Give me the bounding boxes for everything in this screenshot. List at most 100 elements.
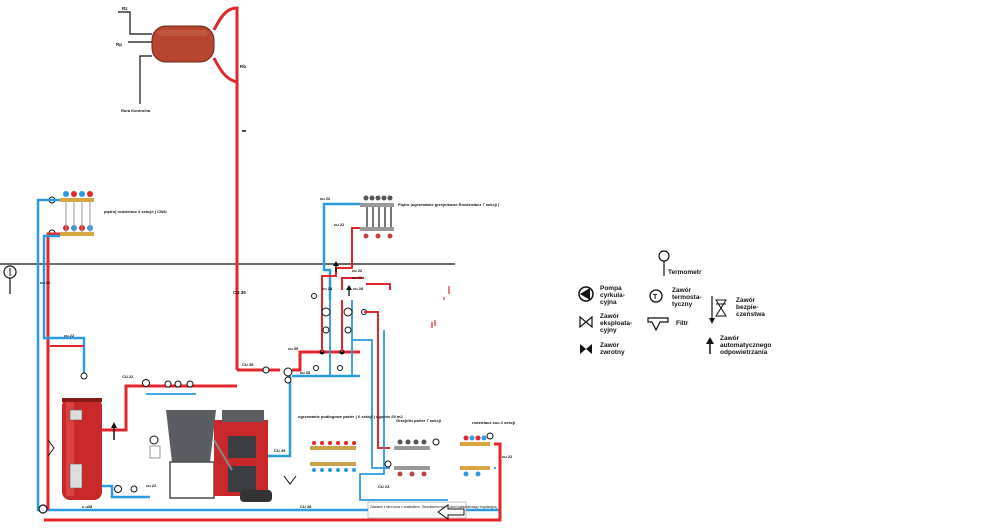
hot-water-cylinder	[62, 398, 102, 500]
label-right-distributor: rodzielacz cou 4 sekcji	[472, 420, 515, 425]
pump-group-2	[343, 307, 353, 317]
legend-filtr: Filtr	[676, 320, 689, 327]
label-cu22-left: cu 22	[40, 280, 51, 285]
label-cu22-c: CU 22	[378, 484, 390, 489]
pipe-left-red	[46, 232, 60, 510]
legend-pump-icon	[578, 286, 594, 302]
label-cu22-small: cu 22	[146, 483, 157, 488]
pipe-upstairs-blue	[322, 202, 360, 300]
control-panel-icon	[149, 435, 159, 445]
pipe-right-blue-2	[359, 330, 448, 501]
label-pietro: Piętro (ogrzewanie grzejnikowe Rozdziela…	[398, 202, 500, 207]
manifold-parter	[394, 439, 430, 477]
pipe-rb-supply	[212, 6, 239, 370]
pump-cylinder-2	[174, 380, 182, 388]
manifold-pietro	[360, 195, 394, 239]
thermometer-outside	[3, 265, 17, 294]
label-rz: Rz	[122, 6, 128, 11]
pump-bottom-left	[114, 485, 122, 493]
legend-thermo-valve-icon: T	[649, 289, 663, 303]
svg-text:T: T	[653, 294, 658, 301]
label-cu35-b: cu 35	[288, 346, 299, 351]
valve-left-vertical	[47, 439, 55, 457]
legend-thermometer-icon	[658, 250, 670, 262]
legend-air-vent-icon	[706, 337, 714, 354]
label-cu22-mid: cu 22	[64, 333, 75, 338]
manifold-underfloor	[310, 441, 356, 472]
thermo-low-1	[313, 365, 319, 371]
pump-cylinder	[142, 379, 150, 387]
pump-parter	[384, 460, 392, 468]
label-cu22-a: CU 22	[122, 374, 134, 379]
label-top-distributor: piętro) rodzielacz 4 sekcje ) CWU	[104, 209, 167, 214]
label-cu35-d: CU 35	[274, 448, 286, 453]
label-cu28-a: cu 28	[322, 286, 333, 291]
air-vent-head	[111, 422, 117, 428]
thermometer-parter	[432, 438, 440, 446]
pipe-rz	[118, 11, 152, 35]
pipe-cou-red	[44, 442, 502, 522]
buffer-small	[149, 445, 161, 459]
legend-safety-valve-icon	[709, 296, 727, 324]
pipe-left-blue-outer	[36, 198, 500, 512]
thermometer-cylinder	[164, 380, 172, 388]
mixing-valve	[283, 367, 293, 384]
label-rb: Rb	[240, 64, 246, 69]
label-cu28-b: cu 28	[353, 286, 364, 291]
label-underfloor: ogrzewanie podłogowe parter ( 6 sekcji )…	[298, 414, 403, 419]
legend-check-valve-icon	[580, 344, 592, 354]
bottom-note: Zasilanie z sieci wraz z osadnikiem , Re…	[370, 505, 497, 509]
pellet-boiler	[166, 410, 272, 502]
label-cu22-top3: cu 22	[352, 268, 363, 273]
label-cu35-a: CU 35	[242, 362, 254, 367]
label-cu22-r: cu 22	[502, 454, 513, 459]
pipe-upstairs-red-2	[341, 277, 364, 290]
label-rura: Rura Kontrolna	[121, 108, 151, 113]
thermo-low-2	[337, 365, 343, 371]
thermo-side-1	[311, 293, 317, 299]
label-cu22-top2: cu 22	[334, 222, 345, 227]
pipe-right-red-2	[366, 283, 391, 290]
pipe-rura-kontrolna	[139, 55, 152, 104]
manifold-cou	[460, 435, 490, 477]
label-cu35-c: cu 35	[300, 370, 311, 375]
label-rp: Rp	[116, 42, 122, 47]
pump-group-1	[321, 307, 331, 317]
pipe-right-blue-1	[352, 339, 390, 469]
manifold-cwu	[60, 191, 94, 236]
thermometer-boiler	[262, 366, 270, 374]
pipe-boiler-return	[268, 376, 292, 458]
legend-filter-icon	[647, 317, 669, 332]
pipe-cylinder-blue	[102, 484, 150, 499]
sensor-cylinder	[80, 372, 88, 380]
air-vent-up-2-head	[346, 285, 352, 290]
filter-group-1	[322, 326, 330, 334]
air-vent-up-1-head	[333, 261, 339, 266]
main-pump-bottom	[38, 504, 48, 514]
pipe-right-red-1	[364, 311, 390, 449]
label-cu35-vertical: CU 35	[233, 290, 246, 295]
thermometer-cou	[486, 432, 494, 440]
supply-arrow	[437, 504, 465, 520]
label-cu28-bottom: CU 28	[300, 504, 312, 509]
filter-group-2	[344, 326, 352, 334]
expansion-tank	[151, 25, 215, 63]
label-cu22-b: cu 22	[352, 275, 363, 280]
valve-boiler-return	[283, 475, 297, 485]
label-cu28-left: c u28	[82, 504, 93, 509]
pipe-left-blue-inner	[42, 234, 86, 378]
label-cu22-top1: cu 22	[320, 196, 331, 201]
legend-termometr: Termometr	[668, 269, 702, 276]
legend-service-valve-icon	[579, 315, 593, 329]
pipe-rb-return	[212, 57, 238, 84]
label-parter: Grzejniki parter 7 sekcji	[396, 418, 441, 423]
valve-bottom-left	[130, 485, 138, 493]
